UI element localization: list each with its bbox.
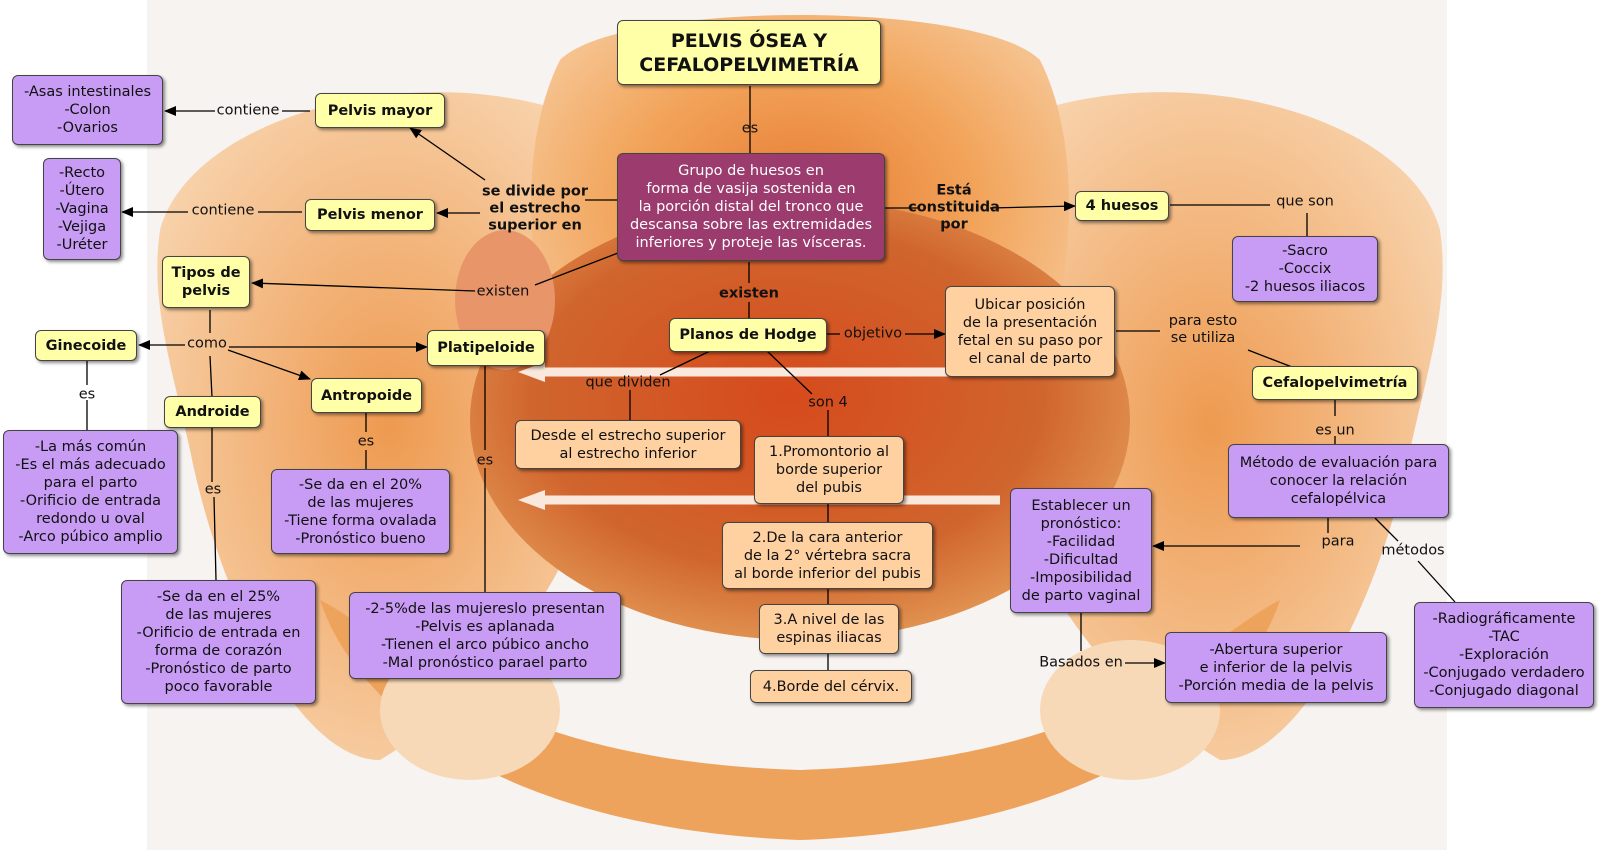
label-como: como	[187, 335, 227, 352]
label-es-ginecoide: es	[78, 386, 96, 403]
node-platipeloide-desc: -2-5%de las mujereslo presentan -Pelvis …	[349, 592, 621, 679]
node-antropoide: Antropoide	[311, 378, 422, 413]
label-para-esto: para esto se utiliza	[1168, 313, 1238, 346]
label-contiene-menor: contiene	[191, 202, 255, 219]
node-plano-1: 1.Promontorio al borde superior del pubi…	[754, 436, 904, 504]
map-title: PELVIS ÓSEA Y CEFALOPELVIMETRÍA	[617, 20, 881, 85]
node-androide-desc: -Se da en el 25% de las mujeres -Orifici…	[121, 580, 316, 704]
node-4-huesos: 4 huesos	[1075, 191, 1169, 221]
node-ubicar-posicion: Ubicar posición de la presentación fetal…	[945, 286, 1115, 377]
node-metodo-evaluacion: Método de evaluación para conocer la rel…	[1228, 444, 1449, 518]
node-pelvis-menor: Pelvis menor	[305, 199, 435, 231]
label-objetivo: objetivo	[843, 325, 903, 342]
label-es-androide: es	[204, 481, 222, 498]
label-se-divide: se divide por el estrecho superior en	[481, 183, 589, 234]
label-existen-hodge: existen	[719, 285, 779, 302]
node-ginecoide-desc: -La más común -Es el más adecuado para e…	[3, 430, 178, 554]
node-abertura: -Abertura superior e inferior de la pelv…	[1165, 632, 1387, 703]
label-que-son: que son	[1276, 193, 1334, 210]
node-pelvis-menor-contents: -Recto -Útero -Vagina -Vejiga -Uréter	[43, 158, 121, 260]
label-que-dividen: que dividen	[585, 374, 671, 391]
node-plano-2: 2.De la cara anterior de la 2° vértebra …	[722, 522, 933, 589]
label-es-un: es un	[1315, 422, 1355, 439]
node-establecer-pronostico: Establecer un pronóstico: -Facilidad -Di…	[1010, 488, 1152, 613]
node-tipos-de-pelvis: Tipos de pelvis	[162, 256, 250, 308]
label-son-4: son 4	[808, 394, 848, 411]
label-basados-en: Basados en	[1039, 654, 1123, 671]
node-pelvis-mayor-contents: -Asas intestinales -Colon -Ovarios	[12, 75, 163, 145]
node-platipeloide: Platipeloide	[427, 330, 545, 366]
node-antropoide-desc: -Se da en el 20% de las mujeres -Tiene f…	[271, 469, 450, 554]
node-desde-estrecho: Desde el estrecho superior al estrecho i…	[515, 420, 741, 469]
node-grupo-de-huesos: Grupo de huesos en forma de vasija soste…	[617, 153, 885, 261]
label-para: para	[1321, 533, 1355, 550]
label-es-antropoide: es	[357, 433, 375, 450]
node-ginecoide: Ginecoide	[35, 330, 137, 361]
label-esta-constituida: Está constituida por	[908, 182, 1000, 233]
label-existen-tipos: existen	[476, 283, 530, 300]
label-metodos: métodos	[1381, 542, 1445, 559]
node-planos-de-hodge: Planos de Hodge	[669, 318, 827, 352]
label-es: es	[741, 120, 759, 137]
node-androide: Androide	[164, 396, 261, 428]
label-es-platipeloide: es	[476, 452, 494, 469]
node-huesos-list: -Sacro -Coccix -2 huesos iliacos	[1232, 236, 1378, 302]
node-pelvis-mayor: Pelvis mayor	[315, 93, 445, 128]
node-plano-3: 3.A nivel de las espinas iliacas	[759, 604, 899, 654]
node-cefalopelvimetria: Cefalopelvimetría	[1252, 366, 1418, 400]
node-metodos-list: -Radiográficamente -TAC -Exploración -Co…	[1414, 602, 1594, 708]
node-plano-4: 4.Borde del cérvix.	[750, 670, 912, 703]
label-contiene-mayor: contiene	[216, 102, 280, 119]
